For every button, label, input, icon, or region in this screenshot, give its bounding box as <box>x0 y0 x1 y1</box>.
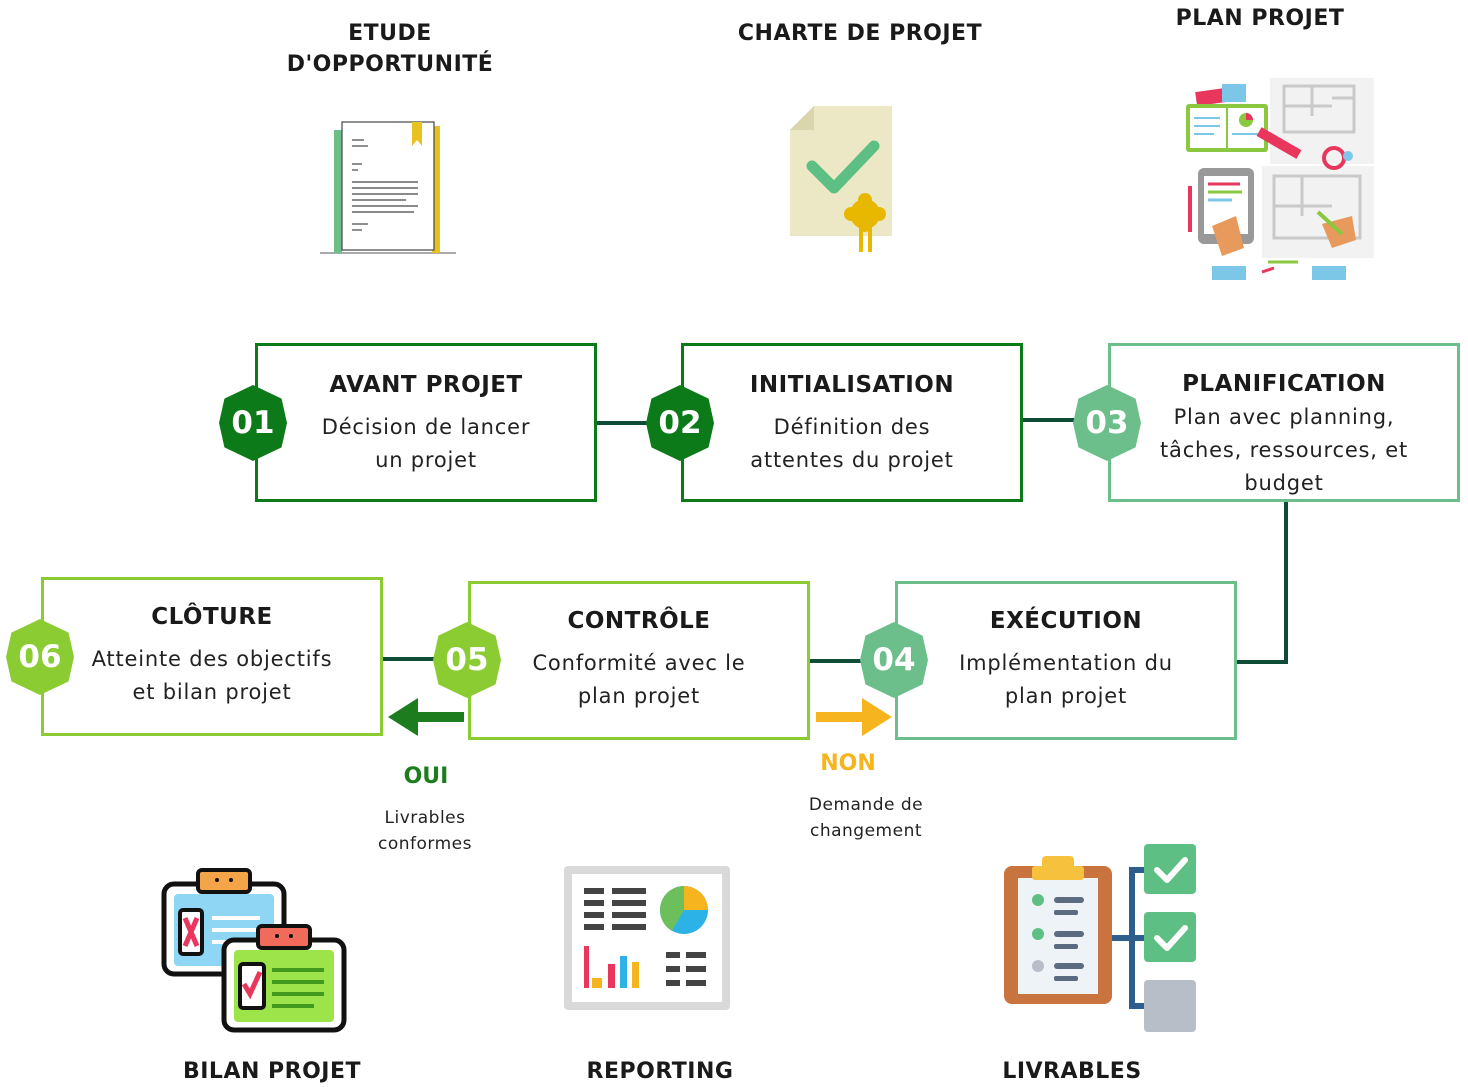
non-sub-line1: Demande de <box>808 795 924 815</box>
document-book-icon <box>320 121 456 254</box>
step-box-execution: EXÉCUTION Implémentation du plan projet <box>895 581 1237 740</box>
step-desc-line1: Décision de lancer <box>321 415 531 439</box>
step-desc-line2: un projet <box>375 448 477 472</box>
step-badge-02: 02 <box>646 385 714 461</box>
non-label: NON <box>820 751 876 776</box>
non-sub-line2: changement <box>809 821 923 841</box>
step-desc-line2: tâches, ressources, et <box>1160 438 1408 462</box>
step-title: CLÔTURE <box>151 604 273 630</box>
connector-05-04 <box>808 659 896 663</box>
step-box-initialisation: INITIALISATION Définition des attentes d… <box>681 343 1023 502</box>
step-desc-line2: attentes du projet <box>750 448 954 472</box>
caption-etude-line1: ETUDE <box>348 21 432 46</box>
step-box-controle: CONTRÔLE Conformité avec le plan projet <box>468 581 810 740</box>
step-desc-line1: Atteinte des objectifs <box>91 647 333 671</box>
dashboard-report-icon <box>564 866 730 1010</box>
certificate-check-icon <box>790 106 892 252</box>
step-desc-line1: Plan avec planning, <box>1173 405 1395 429</box>
oui-label: OUI <box>403 764 449 789</box>
step-desc-line1: Définition des <box>773 415 931 439</box>
step-desc-line3: budget <box>1244 471 1324 495</box>
step-box-cloture: CLÔTURE Atteinte des objectifs et bilan … <box>41 577 383 736</box>
step-desc-line1: Conformité avec le <box>532 651 746 675</box>
planning-desk-icon <box>1186 78 1374 280</box>
oui-sub-line1: Livrables <box>384 808 466 828</box>
connector-02-03 <box>1022 418 1108 422</box>
step-title: AVANT PROJET <box>329 372 523 398</box>
caption-plan: PLAN PROJET <box>1175 6 1345 31</box>
step-box-avant-projet: AVANT PROJET Décision de lancer un proje… <box>255 343 597 502</box>
step-badge-06: 06 <box>6 619 74 695</box>
step-title: INITIALISATION <box>749 372 955 398</box>
step-badge-03: 03 <box>1073 385 1141 461</box>
oui-sub: Livrables conformes <box>340 805 510 857</box>
step-box-planification: PLANIFICATION Plan avec planning, tâches… <box>1108 343 1460 502</box>
oui-sub-line2: conformes <box>378 834 472 854</box>
checklist-clipboards-icon <box>161 868 347 1033</box>
non-sub: Demande de changement <box>776 792 956 844</box>
caption-etude-line2: D'OPPORTUNITÉ <box>286 52 494 77</box>
arrow-left-oui-icon <box>388 698 464 736</box>
step-desc-line2: plan projet <box>577 684 701 708</box>
step-desc-line2: plan projet <box>1004 684 1128 708</box>
step-title: PLANIFICATION <box>1182 371 1386 397</box>
step-badge-04: 04 <box>860 622 928 698</box>
connector-01-02 <box>596 421 682 425</box>
caption-etude: ETUDE D'OPPORTUNITÉ <box>230 18 550 80</box>
step-desc-line1: Implémentation du <box>959 651 1173 675</box>
step-badge-05: 05 <box>433 622 501 698</box>
step-title: EXÉCUTION <box>989 608 1143 634</box>
step-title: CONTRÔLE <box>567 608 711 634</box>
caption-charte: CHARTE DE PROJET <box>737 21 983 46</box>
arrow-right-non-icon <box>816 698 892 736</box>
step-desc-line2: et bilan projet <box>132 680 292 704</box>
connector-04-right <box>1236 660 1288 664</box>
step-badge-01: 01 <box>219 385 287 461</box>
connector-03-down <box>1284 500 1288 664</box>
caption-livrables: LIVRABLES <box>1002 1059 1142 1084</box>
deliverables-checklist-icon <box>1004 844 1196 1032</box>
caption-bilan: BILAN PROJET <box>182 1059 362 1084</box>
caption-reporting: REPORTING <box>586 1059 734 1084</box>
connector-06-05 <box>381 657 469 661</box>
